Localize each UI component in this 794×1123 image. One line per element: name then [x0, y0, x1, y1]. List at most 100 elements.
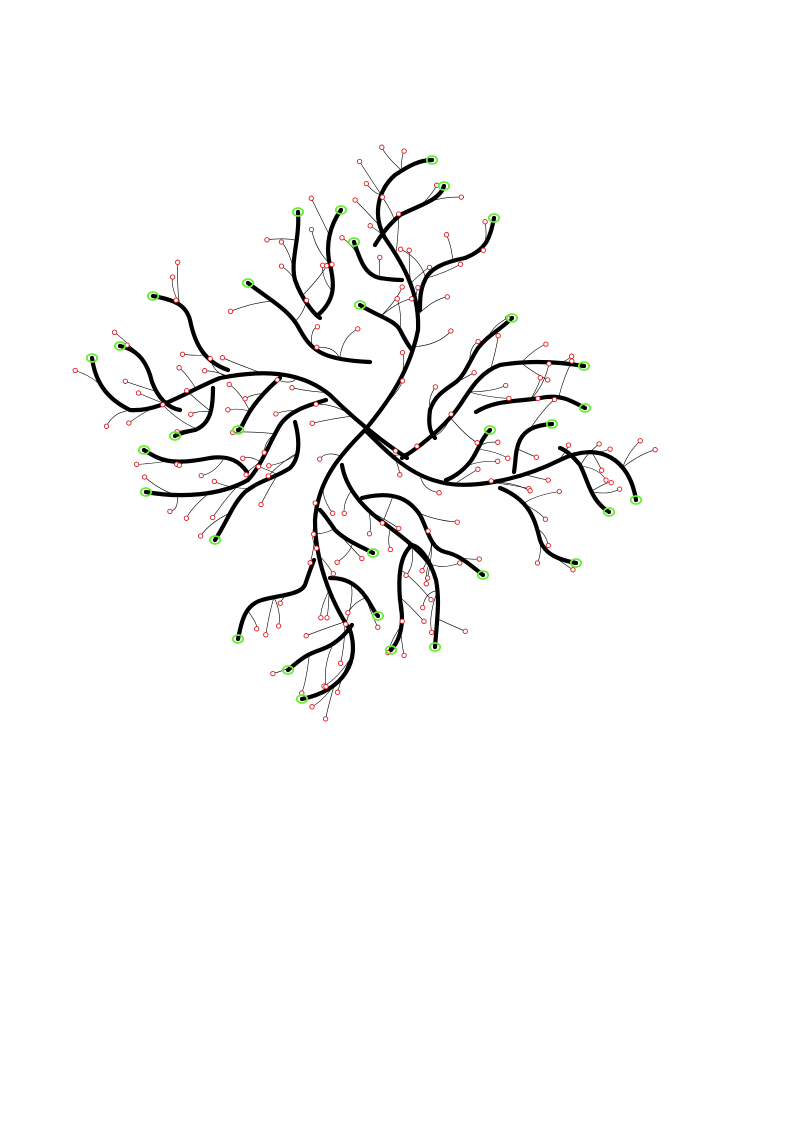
terminal-node — [175, 259, 181, 265]
terminal-node — [126, 420, 132, 426]
terminal-node — [308, 195, 314, 201]
main-branch — [299, 427, 368, 702]
fine-branch — [446, 234, 453, 262]
fine-branch — [232, 431, 276, 434]
terminal-node — [356, 158, 363, 165]
leading-tip-node — [384, 645, 398, 655]
terminal-node — [278, 239, 285, 245]
leading-tip-core — [481, 573, 485, 577]
terminal-node — [414, 443, 420, 449]
terminal-node — [474, 440, 480, 446]
main-branch — [443, 427, 493, 483]
terminal-node — [599, 467, 605, 473]
leading-tip-core — [352, 240, 356, 244]
terminal-node — [399, 349, 406, 356]
leading-tip-node — [437, 181, 451, 191]
terminal-node — [495, 333, 501, 339]
leading-tip-node — [425, 155, 439, 165]
terminal-node — [534, 560, 541, 566]
terminal-node — [173, 297, 179, 303]
fine-branch — [242, 456, 261, 463]
leading-tip-node — [113, 341, 127, 351]
terminal-node — [420, 604, 426, 611]
main-branch — [473, 394, 588, 415]
terminal-node — [264, 237, 270, 243]
terminal-node — [608, 479, 614, 486]
terminal-node — [355, 326, 361, 332]
terminal-node — [424, 575, 431, 581]
terminal-node — [352, 197, 358, 203]
fine-branch — [366, 183, 382, 195]
leading-tip-node — [139, 487, 153, 497]
main-branch — [497, 485, 579, 566]
terminal-node — [202, 368, 208, 374]
terminal-node — [387, 546, 393, 553]
terminal-node — [226, 381, 232, 388]
leading-tip-node — [577, 361, 591, 371]
fine-branch — [345, 582, 353, 625]
terminal-node — [545, 477, 551, 483]
terminal-node — [565, 442, 572, 448]
terminal-node — [495, 458, 501, 464]
leading-tip-node — [241, 278, 255, 288]
terminal-node — [183, 515, 190, 521]
terminal-node — [176, 365, 182, 371]
terminal-node — [277, 600, 283, 606]
leading-tip-node — [353, 300, 367, 310]
terminal-node — [419, 568, 425, 574]
fine-branch — [437, 618, 466, 632]
terminal-node — [334, 689, 341, 695]
terminal-node — [341, 510, 347, 517]
terminal-node — [379, 194, 386, 200]
terminal-node — [457, 261, 464, 267]
terminal-node — [616, 486, 623, 492]
leading-tip-core — [142, 448, 146, 452]
terminal-node — [323, 683, 329, 690]
terminal-node — [379, 144, 385, 150]
terminal-node — [394, 296, 400, 302]
terminal-node — [448, 328, 454, 334]
leading-tip-core — [358, 303, 362, 307]
terminal-node — [527, 488, 533, 494]
fine-branch — [227, 408, 250, 412]
leading-tip-core — [574, 561, 578, 565]
terminal-node — [397, 472, 403, 478]
main-branch — [362, 157, 435, 433]
terminal-node — [396, 525, 402, 532]
fine-branch — [425, 263, 461, 279]
fine-branch — [340, 621, 346, 664]
leading-tip-core — [173, 434, 177, 438]
terminal-node — [432, 384, 439, 390]
fine-branch — [591, 488, 620, 494]
terminal-node — [207, 355, 213, 362]
terminal-node — [444, 294, 450, 300]
terminal-node — [303, 297, 310, 304]
leading-tip-core — [90, 356, 94, 360]
terminal-node — [462, 628, 468, 634]
terminal-node — [308, 226, 315, 233]
main-branch — [427, 315, 515, 441]
fine-branch — [380, 286, 403, 317]
fine-branch — [190, 410, 211, 415]
terminal-node — [188, 411, 194, 417]
terminal-node — [428, 596, 434, 603]
terminal-node — [274, 377, 280, 383]
terminal-node — [505, 455, 511, 461]
fine-branch — [311, 326, 318, 347]
leading-tip-core — [583, 406, 587, 410]
main-branch — [357, 302, 415, 353]
terminal-node — [289, 385, 295, 391]
fine-branch — [413, 330, 452, 348]
leading-tip-core — [550, 422, 554, 426]
leading-tip-core — [296, 210, 300, 214]
terminal-node — [167, 508, 173, 515]
terminal-node — [255, 463, 262, 470]
terminal-node — [503, 382, 509, 389]
fine-branch — [388, 527, 391, 550]
terminal-node — [429, 629, 435, 636]
leading-tip-node — [483, 425, 497, 435]
leading-tip-node — [137, 445, 151, 455]
fine-branch — [450, 417, 478, 443]
terminal-node — [111, 329, 118, 335]
terminal-node — [569, 358, 575, 364]
